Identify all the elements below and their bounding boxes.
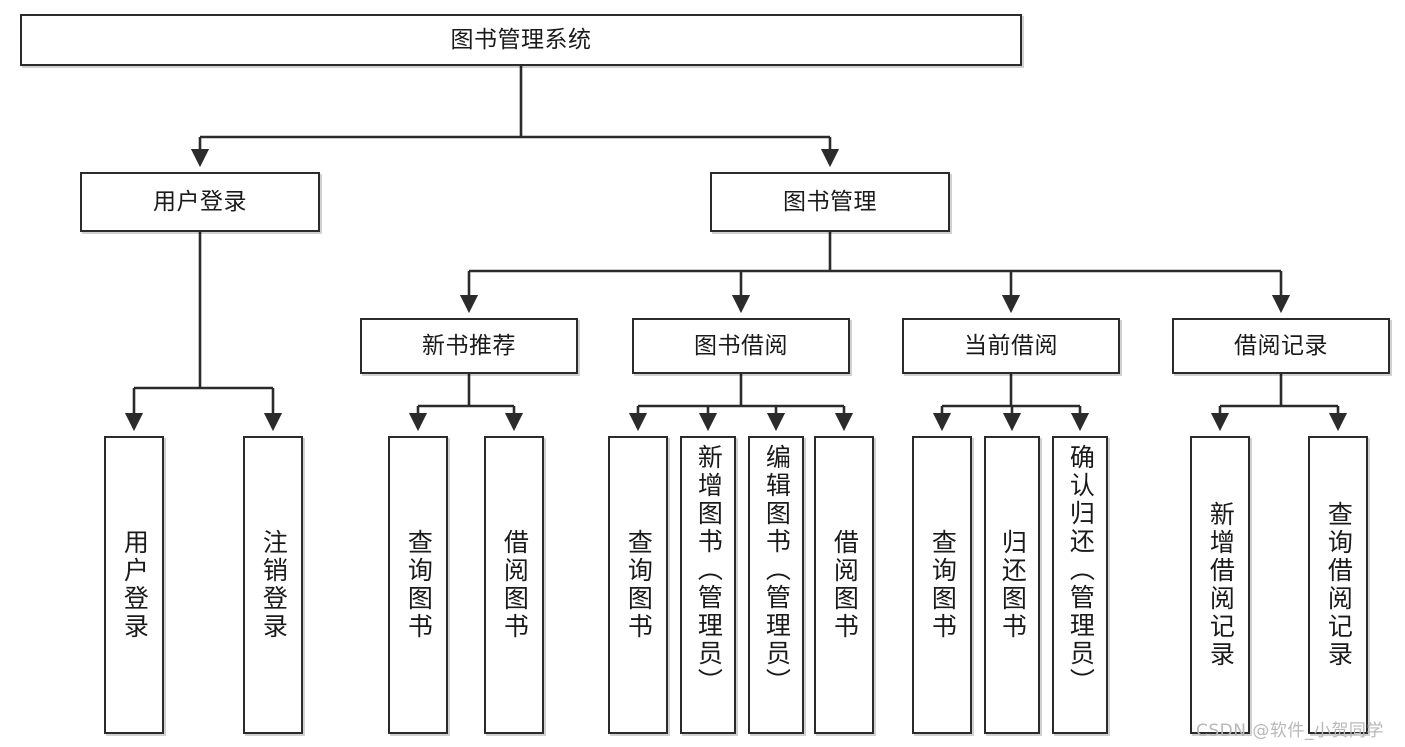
node-leaf-return-book[interactable]: 归还图书 (984, 436, 1040, 734)
node-leaf-borrow-book-rec-label: 借阅图书 (500, 529, 530, 641)
node-leaf-query-book-rec[interactable]: 查询图书 (388, 436, 448, 734)
node-root-label: 图书管理系统 (450, 26, 592, 53)
node-leaf-borrow-book-label: 借阅图书 (830, 529, 860, 641)
node-leaf-query-record[interactable]: 查询借阅记录 (1308, 436, 1368, 734)
node-leaf-user-login[interactable]: 用户登录 (104, 436, 164, 734)
node-leaf-add-record[interactable]: 新增借阅记录 (1190, 436, 1250, 734)
node-leaf-add-book[interactable]: 新增图书（管理员） (680, 436, 736, 734)
node-leaf-query-book-cur-label: 查询图书 (928, 529, 958, 641)
node-leaf-borrow-book[interactable]: 借阅图书 (814, 436, 874, 734)
node-leaf-query-record-label: 查询借阅记录 (1324, 501, 1354, 669)
node-leaf-logout[interactable]: 注销登录 (243, 436, 303, 734)
node-leaf-confirm-return[interactable]: 确认归还（管理员） (1052, 436, 1108, 734)
node-new-book-rec-label: 新书推荐 (422, 332, 516, 359)
node-leaf-confirm-return-label: 确认归还（管理员） (1066, 444, 1096, 696)
node-leaf-user-login-label: 用户登录 (120, 529, 150, 641)
node-leaf-edit-book[interactable]: 编辑图书（管理员） (748, 436, 804, 734)
node-leaf-return-book-label: 归还图书 (998, 529, 1028, 641)
node-current-borrow-label: 当前借阅 (964, 332, 1058, 359)
node-leaf-query-book-cur[interactable]: 查询图书 (912, 436, 972, 734)
node-book-manage[interactable]: 图书管理 (710, 172, 950, 232)
node-book-borrow-label: 图书借阅 (694, 332, 788, 359)
node-leaf-query-book-borrow[interactable]: 查询图书 (608, 436, 668, 734)
node-root[interactable]: 图书管理系统 (20, 14, 1022, 66)
node-current-borrow[interactable]: 当前借阅 (902, 318, 1120, 374)
node-leaf-query-book-rec-label: 查询图书 (404, 529, 434, 641)
node-new-book-rec[interactable]: 新书推荐 (360, 318, 578, 374)
node-leaf-logout-label: 注销登录 (259, 529, 289, 641)
node-user-login-label: 用户登录 (153, 188, 247, 215)
node-leaf-add-record-label: 新增借阅记录 (1206, 501, 1236, 669)
node-borrow-record-label: 借阅记录 (1234, 332, 1328, 359)
node-book-manage-label: 图书管理 (783, 188, 877, 215)
node-leaf-borrow-book-rec[interactable]: 借阅图书 (484, 436, 544, 734)
node-book-borrow[interactable]: 图书借阅 (632, 318, 850, 374)
node-user-login[interactable]: 用户登录 (80, 172, 320, 232)
node-borrow-record[interactable]: 借阅记录 (1172, 318, 1390, 374)
node-leaf-edit-book-label: 编辑图书（管理员） (762, 444, 792, 696)
node-leaf-query-book-borrow-label: 查询图书 (624, 529, 654, 641)
csdn-watermark: CSDN @软件_小贺同学 (1196, 721, 1384, 741)
node-leaf-add-book-label: 新增图书（管理员） (694, 444, 724, 696)
